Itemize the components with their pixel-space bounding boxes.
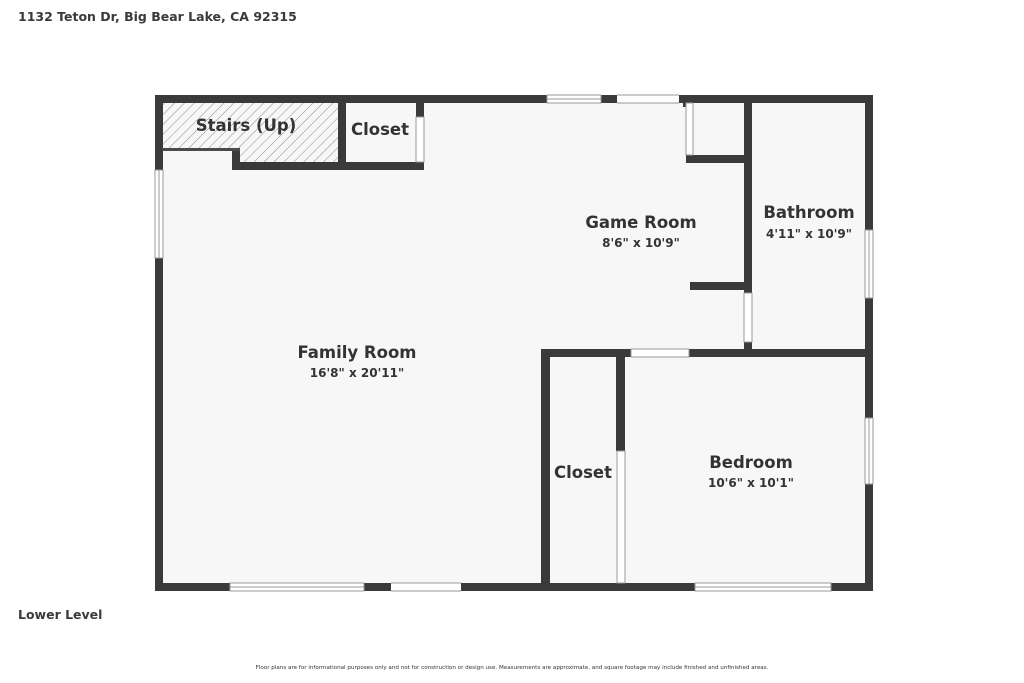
room-label-bedroom: Bedroom xyxy=(709,453,793,472)
room-label-closet-top: Closet xyxy=(351,120,409,139)
room-dims-game-room: 8'6" x 10'9" xyxy=(602,236,680,250)
room-dims-family-room: 16'8" x 20'11" xyxy=(310,366,404,380)
openings xyxy=(154,94,874,592)
room-dims-bathroom: 4'11" x 10'9" xyxy=(766,227,852,241)
room-label-bathroom: Bathroom xyxy=(763,203,854,222)
stairs-hatch xyxy=(162,103,341,162)
walls xyxy=(155,95,873,591)
room-label-game-room: Game Room xyxy=(585,213,696,232)
room-label-closet-bottom: Closet xyxy=(554,463,612,482)
room-dims-bedroom: 10'6" x 10'1" xyxy=(708,476,794,490)
floor-level-label: Lower Level xyxy=(18,607,103,622)
property-address: 1132 Teton Dr, Big Bear Lake, CA 92315 xyxy=(18,9,297,24)
disclaimer-text: Floor plans are for informational purpos… xyxy=(255,665,769,671)
room-label-family-room: Family Room xyxy=(297,343,416,362)
floor-area xyxy=(155,96,873,590)
room-label-stairs: Stairs (Up) xyxy=(196,116,297,135)
